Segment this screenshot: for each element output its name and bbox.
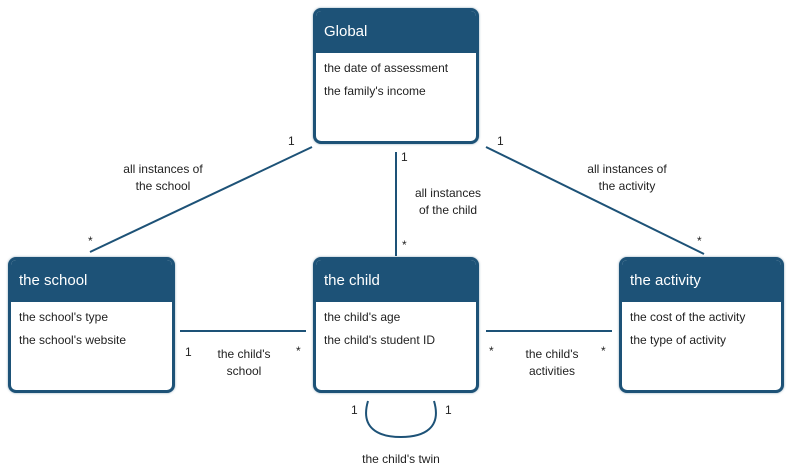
multiplicity-global-child-many: * bbox=[402, 238, 407, 252]
entity-global-title: Global bbox=[316, 11, 476, 53]
entity-global-attr: the family's income bbox=[324, 84, 426, 98]
entity-global-attr: the date of assessment bbox=[324, 61, 449, 75]
multiplicity-twin-right: 1 bbox=[445, 403, 452, 417]
link-child-twin bbox=[365, 400, 437, 439]
multiplicity-global-school-1: 1 bbox=[288, 134, 295, 148]
relation-label-global-child: all instances of the child bbox=[414, 186, 482, 217]
relation-label-child-twin: the child's twin bbox=[362, 452, 440, 466]
multiplicity-school-child-1: 1 bbox=[185, 345, 192, 359]
entity-school-title: the school bbox=[11, 260, 172, 302]
multiplicity-school-child-many: * bbox=[296, 344, 301, 358]
entity-child-title: the child bbox=[316, 260, 476, 302]
relation-label-child-activity: the child's activities bbox=[525, 347, 579, 378]
multiplicity-child-activity-child: * bbox=[489, 344, 494, 358]
link-global-activity bbox=[485, 146, 705, 255]
entity-child-attr: the child's student ID bbox=[324, 333, 436, 347]
relation-label-school-child: the child's school bbox=[217, 347, 271, 378]
entity-activity-attr: the cost of the activity bbox=[630, 310, 746, 324]
multiplicity-child-activity-activity: * bbox=[601, 344, 606, 358]
entity-child[interactable]: the child the child's age the child's st… bbox=[313, 257, 479, 393]
multiplicity-global-school-many: * bbox=[88, 234, 93, 248]
entity-global[interactable]: Global the date of assessment the family… bbox=[313, 8, 479, 144]
multiplicity-global-activity-many: * bbox=[697, 234, 702, 248]
entity-activity[interactable]: the activity the cost of the activity th… bbox=[619, 257, 784, 393]
entity-activity-title: the activity bbox=[622, 260, 781, 302]
entity-school[interactable]: the school the school's type the school'… bbox=[8, 257, 175, 393]
multiplicity-twin-left: 1 bbox=[351, 403, 358, 417]
multiplicity-global-child-1: 1 bbox=[401, 150, 408, 164]
entity-child-attr: the child's age bbox=[324, 310, 401, 324]
relation-label-global-school: all instances of the school bbox=[123, 162, 203, 193]
entity-activity-attr: the type of activity bbox=[630, 333, 727, 347]
multiplicity-global-activity-1: 1 bbox=[497, 134, 504, 148]
relation-label-global-activity: all instances of the activity bbox=[587, 162, 667, 193]
entity-school-attr: the school's website bbox=[19, 333, 127, 347]
entity-school-attr: the school's type bbox=[19, 310, 109, 324]
link-global-school bbox=[89, 146, 313, 253]
